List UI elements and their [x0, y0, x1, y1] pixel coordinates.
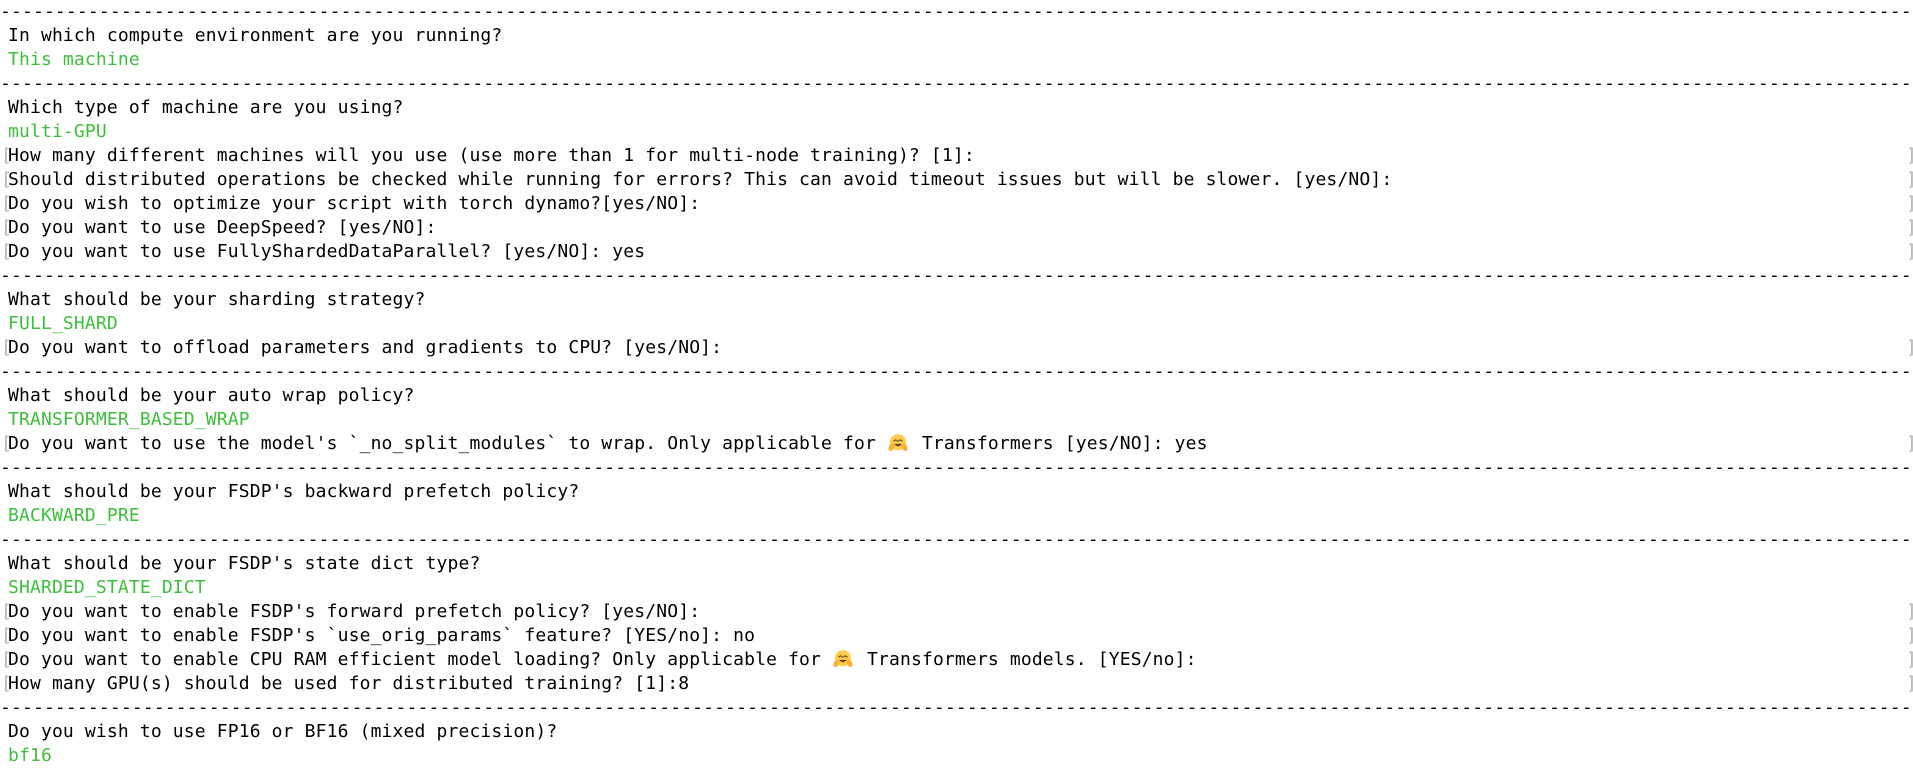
terminal-text: What should be your sharding strategy? [8, 289, 426, 310]
separator-line: ----------------------------------------… [0, 529, 1913, 550]
separator-line: ----------------------------------------… [0, 697, 1913, 718]
terminal-text: How many GPU(s) should be used for distr… [8, 673, 690, 694]
prompt-line: [Do you want to use FullyShardedDataPara… [1, 240, 1913, 264]
right-bracket: ] [1906, 144, 1913, 168]
terminal-text: Should distributed operations be checked… [8, 169, 1393, 190]
terminal-text: Which type of machine are you using? [8, 97, 404, 118]
answer-line: FULL_SHARD [8, 312, 1913, 336]
right-bracket: ] [1906, 240, 1913, 264]
terminal-text: multi-GPU [8, 121, 107, 142]
terminal-text: Do you want to use FullyShardedDataParal… [8, 241, 646, 262]
question-line: What should be your auto wrap policy? [8, 384, 1913, 408]
separator-line: ----------------------------------------… [0, 457, 1913, 478]
answer-line: This machine [8, 48, 1913, 72]
terminal-text: Do you want to use DeepSpeed? [yes/NO]: [8, 217, 437, 238]
terminal-text: Transformers [yes/NO]: yes [910, 433, 1208, 454]
right-bracket: ] [1906, 624, 1913, 648]
left-bracket: [ [1, 193, 12, 214]
separator-line: ----------------------------------------… [0, 73, 1913, 94]
terminal-text: Do you want to enable CPU RAM efficient … [8, 649, 833, 670]
right-bracket: ] [1906, 168, 1913, 192]
question-line: In which compute environment are you run… [8, 24, 1913, 48]
terminal-text: Do you want to use the model's `_no_spli… [8, 433, 887, 454]
prompt-line: [How many different machines will you us… [1, 144, 1913, 168]
terminal-text: Do you want to offload parameters and gr… [8, 337, 723, 358]
terminal-text: What should be your auto wrap policy? [8, 385, 415, 406]
prompt-line: [Do you want to use the model's `_no_spl… [1, 432, 1913, 456]
prompt-line: [Do you want to use DeepSpeed? [yes/NO]:… [1, 216, 1913, 240]
answer-line: multi-GPU [8, 120, 1913, 144]
right-bracket: ] [1906, 600, 1913, 624]
prompt-line: [Do you wish to optimize your script wit… [1, 192, 1913, 216]
separator-line: ----------------------------------------… [0, 361, 1913, 382]
question-line: What should be your FSDP's backward pref… [8, 480, 1913, 504]
terminal-text: FULL_SHARD [8, 313, 118, 334]
prompt-line: [Do you want to enable FSDP's forward pr… [1, 600, 1913, 624]
question-line: What should be your sharding strategy? [8, 288, 1913, 312]
terminal-text: bf16 [8, 745, 52, 766]
left-bracket: [ [1, 169, 12, 190]
terminal-text: BACKWARD_PRE [8, 505, 140, 526]
answer-line: bf16 [8, 744, 1913, 768]
separator-line: ----------------------------------------… [0, 1, 1913, 22]
terminal-text: Do you want to enable FSDP's `use_orig_p… [8, 625, 756, 646]
prompt-line: [Do you want to offload parameters and g… [1, 336, 1913, 360]
left-bracket: [ [1, 649, 12, 670]
prompt-line: [How many GPU(s) should be used for dist… [1, 672, 1913, 696]
question-line: Which type of machine are you using? [8, 96, 1913, 120]
answer-line: SHARDED_STATE_DICT [8, 576, 1913, 600]
separator-line: ----------------------------------------… [0, 265, 1913, 286]
left-bracket: [ [1, 433, 12, 454]
right-bracket: ] [1906, 336, 1913, 360]
right-bracket: ] [1906, 216, 1913, 240]
answer-line: TRANSFORMER_BASED_WRAP [8, 408, 1913, 432]
terminal-text: Do you wish to optimize your script with… [8, 193, 701, 214]
right-bracket: ] [1906, 192, 1913, 216]
terminal-text: SHARDED_STATE_DICT [8, 577, 206, 598]
terminal-text: In which compute environment are you run… [8, 25, 503, 46]
left-bracket: [ [1, 241, 12, 262]
prompt-line: [Do you want to enable CPU RAM efficient… [1, 648, 1913, 672]
right-bracket: ] [1906, 648, 1913, 672]
right-bracket: ] [1906, 432, 1913, 456]
terminal-text: What should be your FSDP's backward pref… [8, 481, 580, 502]
question-line: Do you wish to use FP16 or BF16 (mixed p… [8, 720, 1913, 744]
prompt-line: [Do you want to enable FSDP's `use_orig_… [1, 624, 1913, 648]
answer-line: BACKWARD_PRE [8, 504, 1913, 528]
left-bracket: [ [1, 673, 12, 694]
terminal-text: Do you want to enable FSDP's forward pre… [8, 601, 701, 622]
terminal-text: What should be your FSDP's state dict ty… [8, 553, 481, 574]
hugging-face-emoji [888, 433, 910, 453]
left-bracket: [ [1, 337, 12, 358]
hugging-face-emoji [833, 649, 855, 669]
prompt-line: [Should distributed operations be checke… [1, 168, 1913, 192]
right-bracket: ] [1906, 672, 1913, 696]
left-bracket: [ [1, 601, 12, 622]
left-bracket: [ [1, 625, 12, 646]
terminal-text: How many different machines will you use… [8, 145, 975, 166]
left-bracket: [ [1, 217, 12, 238]
left-bracket: [ [1, 145, 12, 166]
terminal-text: Do you wish to use FP16 or BF16 (mixed p… [8, 721, 558, 742]
terminal-text: TRANSFORMER_BASED_WRAP [8, 409, 250, 430]
question-line: What should be your FSDP's state dict ty… [8, 552, 1913, 576]
terminal-text: Transformers models. [YES/no]: [856, 649, 1197, 670]
terminal-text: This machine [8, 49, 140, 70]
